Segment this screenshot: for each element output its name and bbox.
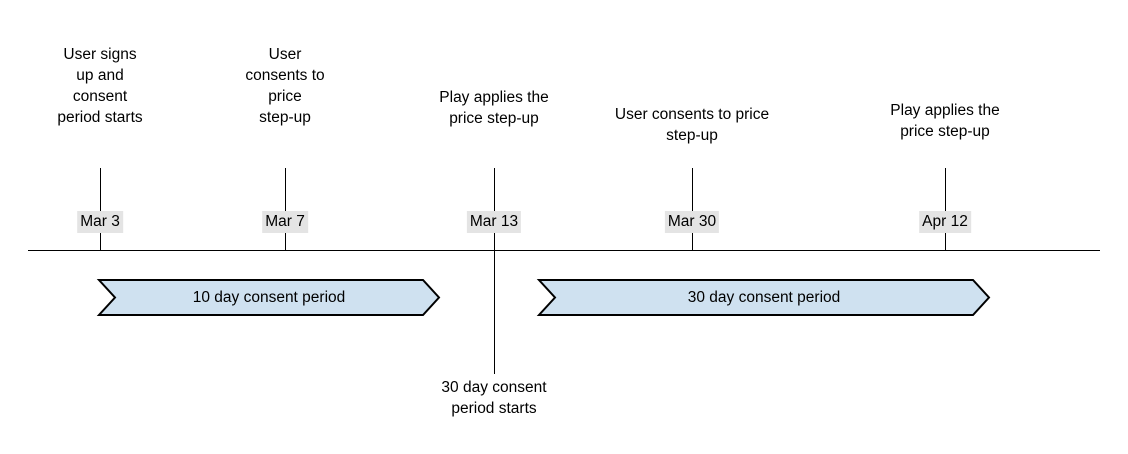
event-label-apr-12: Play applies the price step-up	[890, 102, 1000, 140]
tick-line-mar-3	[100, 168, 101, 250]
tick-line-apr-12	[945, 168, 946, 250]
date-chip-apr-12: Apr 12	[919, 211, 971, 233]
consent-period-banner-30-day: 30 day consent period	[538, 279, 990, 316]
banner-shape-30-day	[538, 279, 990, 316]
tick-line-mar-30	[692, 168, 693, 250]
event-label-mar-30: User consents to price step-up	[614, 106, 770, 144]
date-chip-mar-30: Mar 30	[664, 211, 720, 233]
tick-line-mar-13-extension	[494, 250, 495, 374]
event-label-mar-7: User consents to price step-up	[245, 46, 325, 126]
date-chip-mar-7: Mar 7	[262, 211, 308, 233]
event-label-mar-3: User signs up and consent period starts	[57, 46, 143, 126]
below-axis-note-30-day-start: 30 day consent period starts	[441, 379, 547, 417]
consent-period-banner-10-day: 10 day consent period	[98, 279, 440, 316]
event-label-mar-13: Play applies the price step-up	[439, 89, 549, 127]
consent-period-label-30-day: 30 day consent period	[687, 288, 841, 306]
tick-line-mar-7	[285, 168, 286, 250]
banner-shape-10-day	[98, 279, 440, 316]
tick-line-mar-13	[494, 168, 495, 250]
date-chip-mar-3: Mar 3	[77, 211, 123, 233]
consent-period-label-10-day: 10 day consent period	[192, 288, 346, 306]
timeline-axis	[28, 250, 1100, 251]
date-chip-mar-13: Mar 13	[466, 211, 522, 233]
